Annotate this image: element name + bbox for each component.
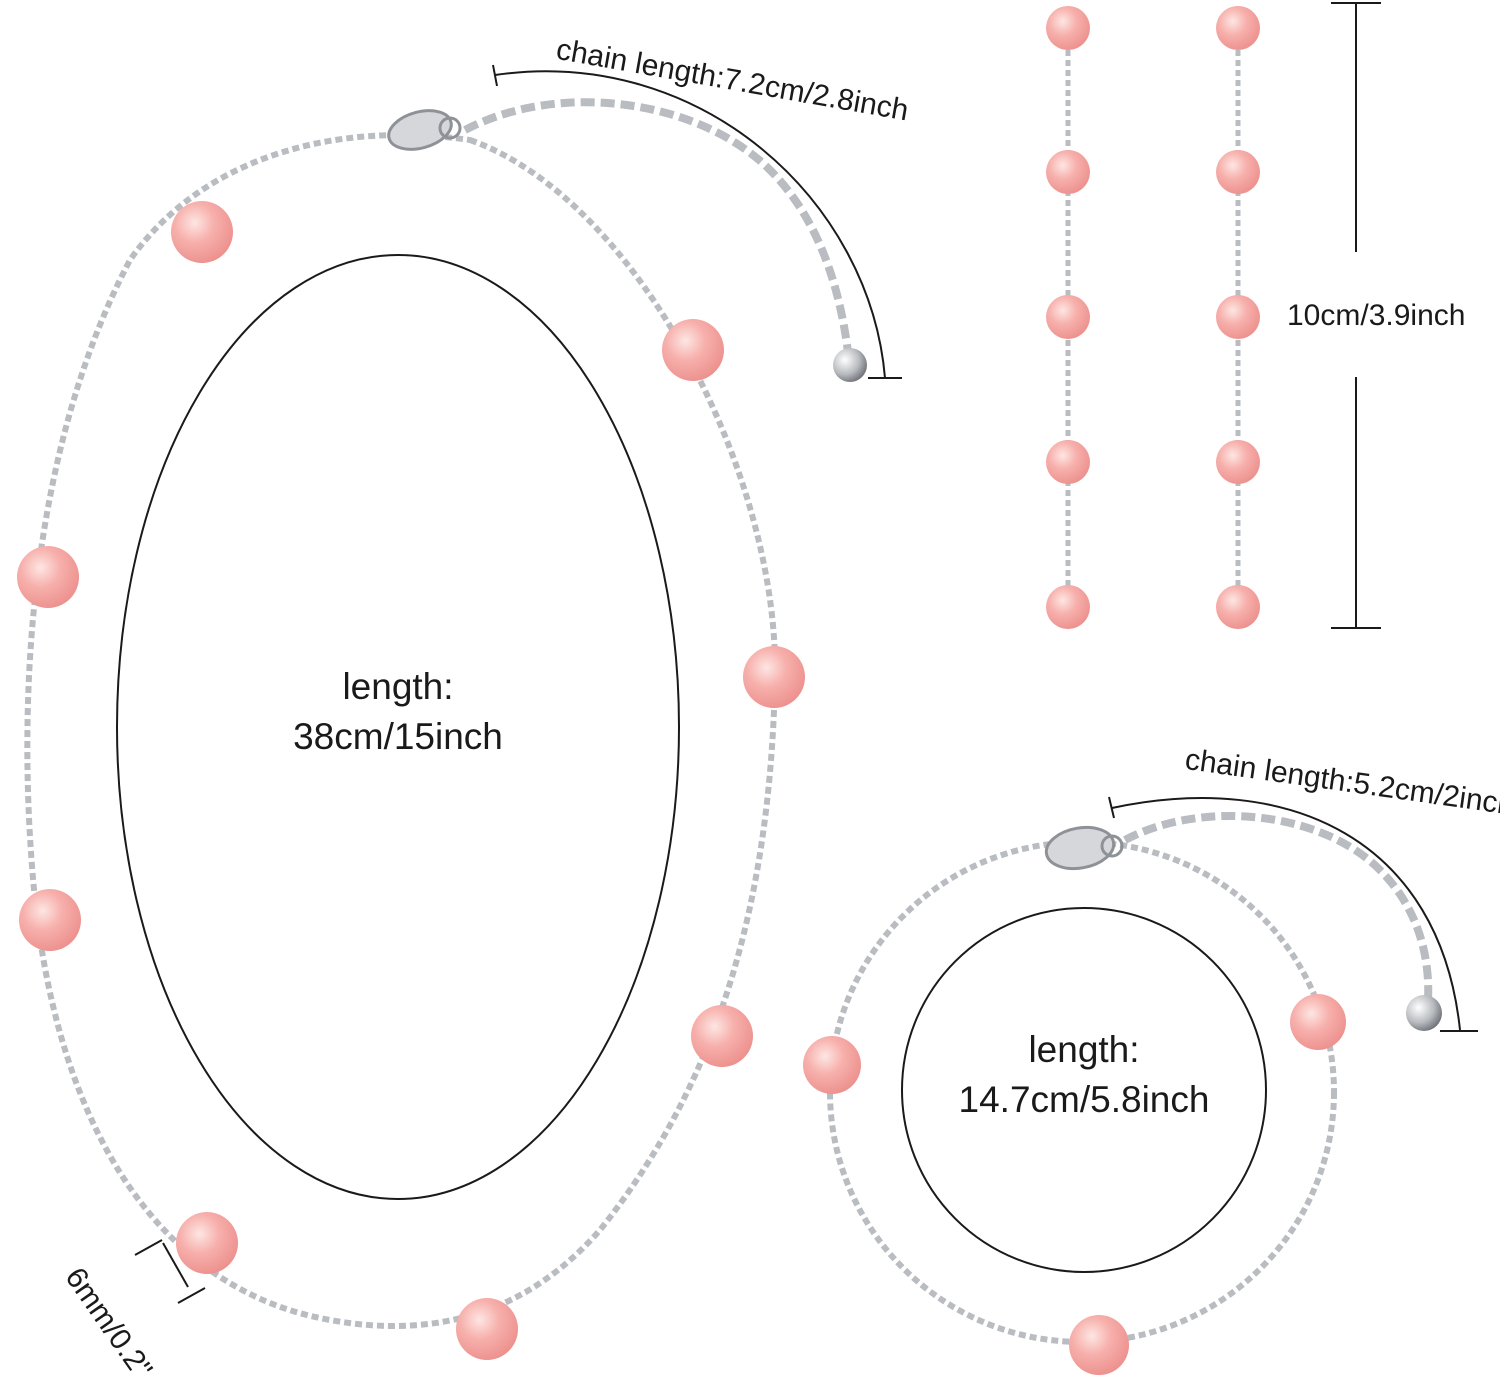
pearl-icon bbox=[803, 1036, 861, 1094]
pearl-icon bbox=[1216, 440, 1260, 484]
necklace-pearls bbox=[17, 201, 805, 1360]
pearl-icon bbox=[171, 201, 233, 263]
earring-length-dimension bbox=[1331, 2, 1381, 629]
pearl-icon bbox=[662, 319, 724, 381]
pearl-icon bbox=[1216, 150, 1260, 194]
lobster-clasp-icon bbox=[387, 109, 462, 151]
necklace-end-ball-icon bbox=[833, 348, 867, 382]
pearl-icon bbox=[1046, 150, 1090, 194]
necklace-chain-length-arc bbox=[492, 64, 902, 379]
pearl-icon bbox=[1216, 6, 1260, 50]
pearl-icon bbox=[176, 1212, 238, 1274]
necklace-chain bbox=[24, 132, 779, 1329]
earring-left bbox=[1046, 6, 1090, 629]
bead-size-dimension bbox=[134, 1239, 206, 1304]
bracelet-length-value: 14.7cm/5.8inch bbox=[958, 1078, 1210, 1120]
necklace-length-title: length: bbox=[342, 666, 454, 707]
pearl-icon bbox=[1216, 295, 1260, 339]
pearl-icon bbox=[1046, 295, 1090, 339]
bracelet bbox=[803, 796, 1478, 1375]
pearl-icon bbox=[1046, 6, 1090, 50]
pearl-icon bbox=[1046, 585, 1090, 629]
necklace-extender-chain bbox=[463, 98, 852, 353]
pearl-icon bbox=[1046, 440, 1090, 484]
bracelet-extender-chain bbox=[1123, 812, 1433, 1001]
pearl-icon bbox=[456, 1298, 518, 1360]
necklace-length-value: 38cm/15inch bbox=[293, 715, 503, 757]
pearl-icon bbox=[691, 1005, 753, 1067]
pearl-icon bbox=[19, 889, 81, 951]
bracelet-chain-length-arc bbox=[1108, 796, 1478, 1032]
pearl-icon bbox=[1069, 1315, 1129, 1375]
necklace-length-label: length: 38cm/15inch bbox=[248, 662, 548, 762]
bracelet-end-ball-icon bbox=[1406, 995, 1442, 1031]
earrings bbox=[1046, 2, 1381, 629]
earring-length-label: 10cm/3.9inch bbox=[1287, 299, 1466, 332]
bracelet-length-label: length: 14.7cm/5.8inch bbox=[934, 1025, 1234, 1125]
pearl-icon bbox=[17, 546, 79, 608]
pearl-icon bbox=[1216, 585, 1260, 629]
necklace-length-ellipse bbox=[116, 254, 680, 1200]
necklace bbox=[17, 64, 902, 1360]
pearl-icon bbox=[743, 646, 805, 708]
bracelet-length-title: length: bbox=[1028, 1029, 1140, 1070]
bracelet-pearls bbox=[803, 994, 1346, 1375]
bracelet-length-circle bbox=[901, 907, 1267, 1273]
lobster-clasp-icon bbox=[1044, 825, 1124, 871]
pearl-icon bbox=[1290, 994, 1346, 1050]
earring-right bbox=[1216, 6, 1260, 629]
